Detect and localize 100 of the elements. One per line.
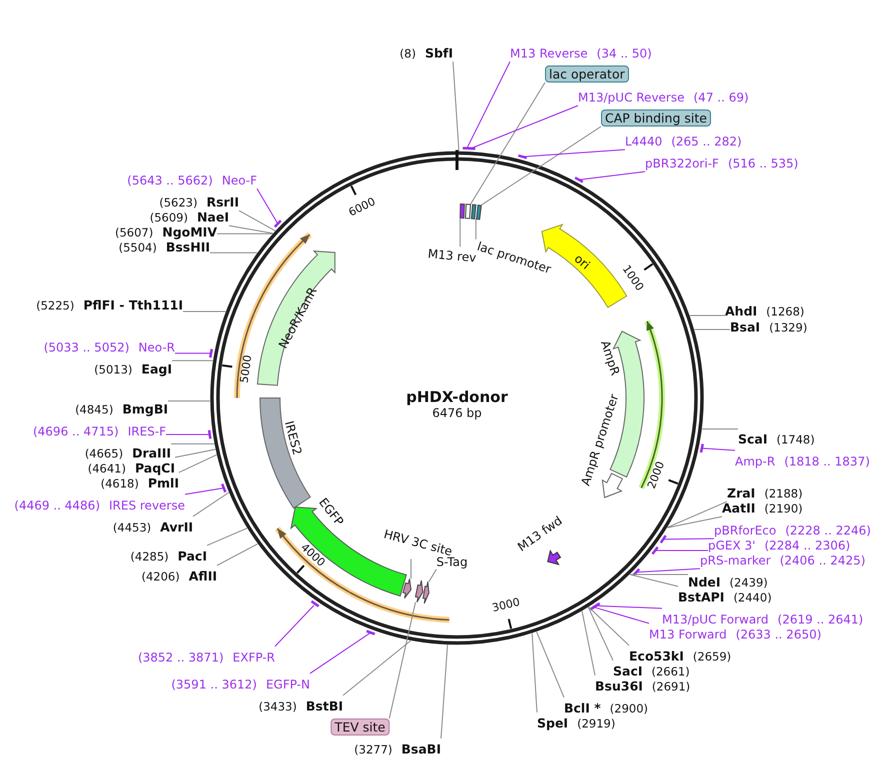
primer-range: (4469 .. 4486) [14,498,100,512]
feature-label: AmpR [598,338,622,378]
enzyme-name: SbfI [424,45,453,60]
leader-line [470,105,578,149]
primer-range: (2228 .. 2246) [785,523,871,538]
leader-line [182,311,226,312]
primer-range: (34 .. 50) [596,46,652,60]
leader-line [666,516,722,528]
leader-line [536,631,564,698]
site-position: (5225) [36,298,74,312]
leader-line [702,428,738,430]
primer-name: M13 Reverse [510,46,588,60]
enzyme-name: BmgBI [122,401,168,416]
feature-bar [470,204,476,220]
enzyme-name: AhdI [725,303,758,318]
primer-name: M13 Forward [649,627,727,642]
primer-name: L4440 [625,134,662,148]
site-position: (5013) [94,362,132,376]
leader-line [470,82,546,205]
enzyme-name: PflFI - Tth111I [83,297,183,312]
site-position: (1329) [769,320,808,334]
primer-name: EXFP-R [232,650,275,664]
leader-line [216,233,274,234]
leader-line [184,488,224,495]
site-position: (5609) [150,210,188,224]
leader-line [654,550,708,551]
plasmid-name: pHDX-donor [406,388,508,406]
leader-line [480,126,602,206]
plasmid-size: 6476 bp [432,406,482,420]
leader-line [588,606,614,661]
leader-line [192,492,230,517]
site-position: (4206) [142,569,180,584]
leader-line [216,543,258,566]
leader-line [174,352,212,354]
feature-bar [465,204,471,219]
site-position: (2439) [730,575,768,590]
enzyme-name: BstBI [306,698,343,714]
enzyme-name: ZraI [727,485,756,500]
leader-line [532,632,538,713]
site-position: (4641) [88,461,126,476]
leader-line [410,558,412,580]
feature-tag [402,578,412,599]
primer-name: IRES reverse [109,498,185,512]
enzyme-name: SacI [613,663,642,678]
enzyme-name: PmlI [148,475,179,490]
leader-line [588,606,630,646]
enzyme-name: NaeI [196,209,229,224]
primer-name: pBRforEco [714,523,776,538]
site-position: (2440) [733,590,772,604]
enzyme-name: AflII [188,568,217,584]
leader-line [578,171,646,180]
primer-name: Neo-F [222,173,257,188]
enzyme-name: BstAPI [678,589,724,604]
leader-line [310,632,372,674]
primer-range: (5643 .. 5662) [127,173,213,188]
feature-callout: TEV site [330,718,390,736]
feature-bar [460,204,465,219]
leader-line [388,602,416,719]
enzyme-name: Eco53kI [629,648,684,664]
primer-range: (3852 .. 3871) [138,650,224,664]
primer-name: pGEX 3' [708,538,756,552]
site-position: (4453) [112,520,152,534]
leader-line [522,149,626,158]
leader-line [694,329,730,330]
leader-line [210,252,258,254]
site-position: (2691) [652,679,690,694]
site-position: (8) [400,46,416,60]
leader-line [172,360,214,362]
leader-line [689,315,726,316]
leader-line [466,61,510,149]
leader-line [342,640,412,696]
feature-callout: lac operator [545,66,629,82]
primer-range: (2619 .. 2641) [778,612,864,626]
leader-line [174,448,216,458]
enzyme-name: RsrII [206,194,239,210]
site-position: (2659) [692,649,732,664]
enzyme-name: DraIII [132,445,171,460]
site-position: (4618) [100,476,139,490]
enzyme-name: BclI * [564,700,601,716]
feature-label: M13 rev [427,246,477,266]
enzyme-name: PaqCI [134,460,175,476]
site-position: (1748) [776,432,815,446]
leader-line [238,210,276,232]
leader-line [596,605,662,609]
site-position: (2900) [610,701,648,716]
primer-name: Amp-R [735,454,776,468]
primer-range: (2633 .. 2650) [736,627,822,642]
feature-label: S-Tag [436,554,468,570]
leader-line [168,400,210,402]
enzyme-name: AvrII [160,519,193,534]
leader-line [475,218,476,240]
leader-line [662,538,714,540]
leader-line [666,501,728,528]
feature-label: ori [571,251,593,273]
site-position: (4845) [75,402,114,416]
site-position: (2188) [764,486,803,500]
enzyme-name: Bsu36I [595,678,643,694]
primer-name: EGFP-N [266,677,310,692]
leader-line [452,61,460,152]
feature-callout: CAP binding site [601,110,711,126]
